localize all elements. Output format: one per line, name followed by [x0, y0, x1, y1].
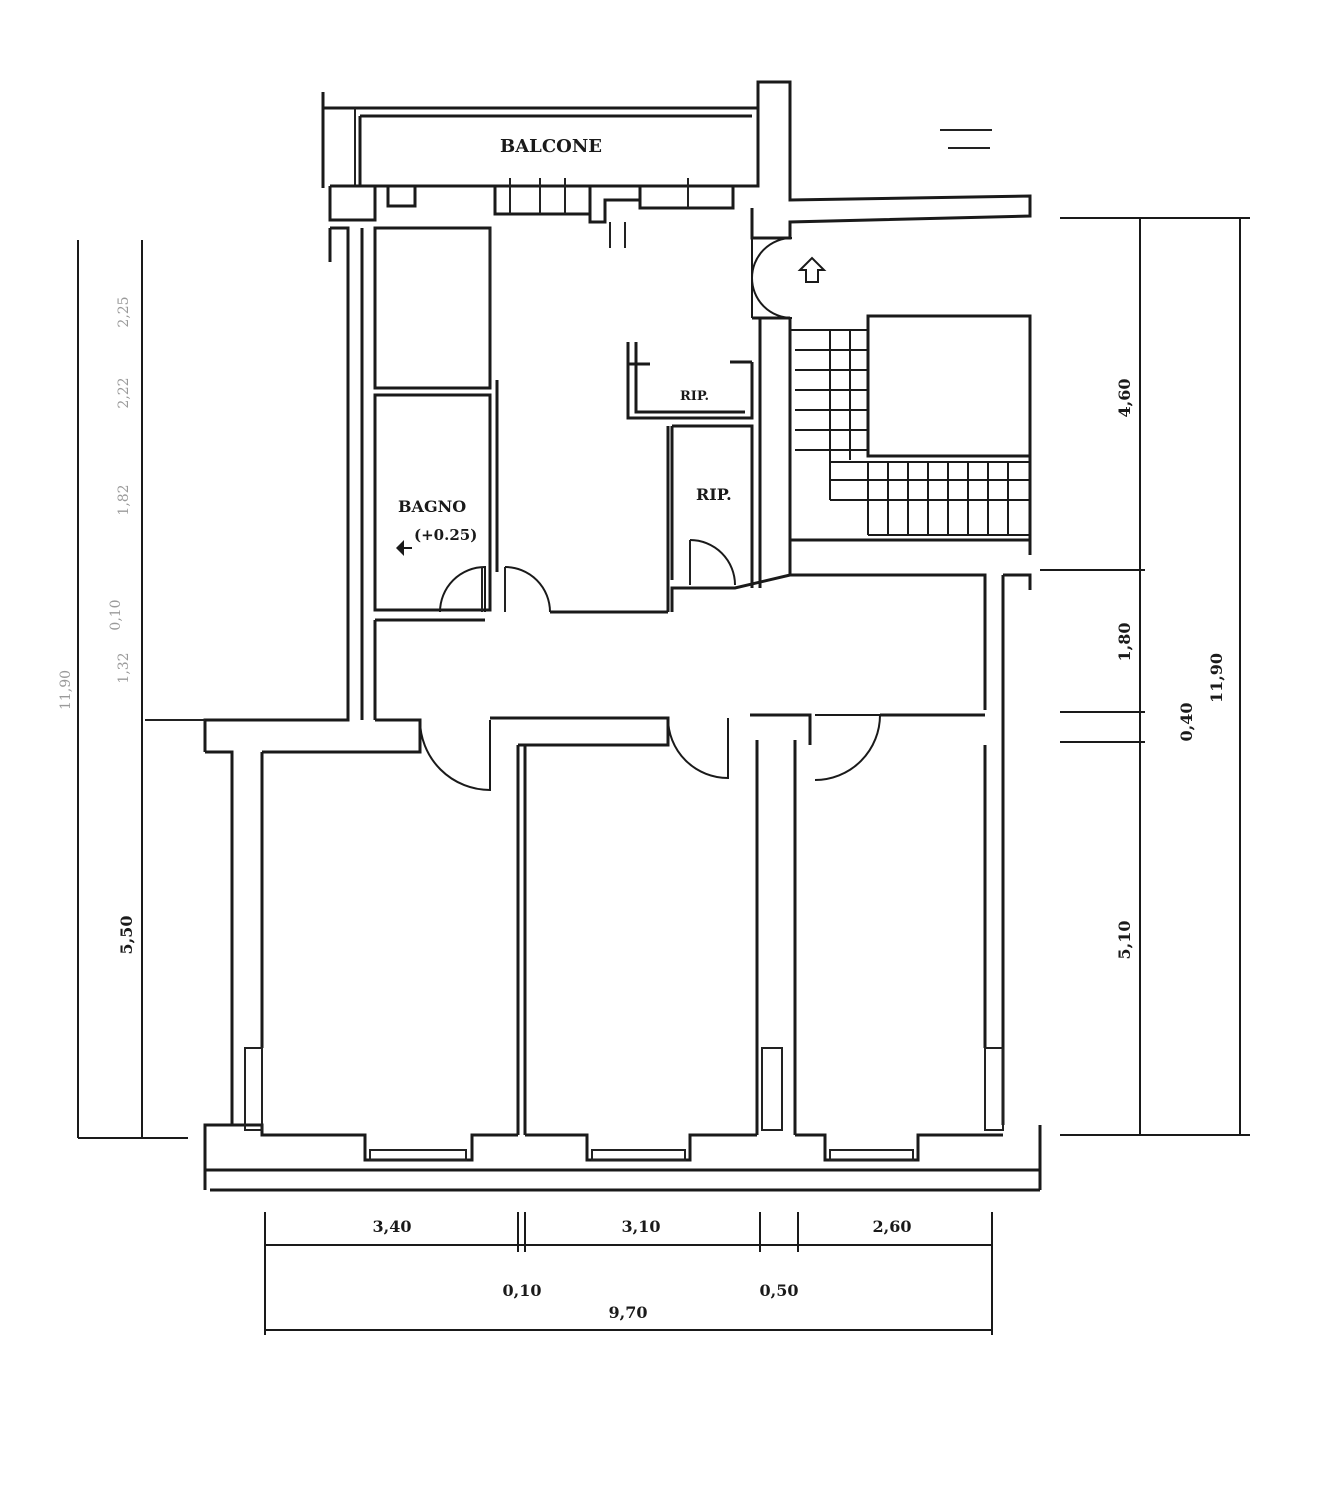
dim-right-4-60: 4,60	[1115, 379, 1134, 418]
dim-left-0-10: 0,10	[108, 599, 124, 630]
bagno-note: (+0.25)	[414, 526, 477, 544]
dim-bottom-0-50: 0,50	[760, 1281, 799, 1300]
dim-right-5-10: 5,10	[1115, 921, 1134, 960]
bedroom-doors	[419, 714, 882, 792]
bathroom-door	[439, 565, 551, 613]
bedroom-walls	[203, 713, 1042, 1192]
rip-upper-label: RIP.	[680, 389, 709, 404]
dim-bottom-total: 9,70	[609, 1303, 648, 1322]
corridor	[670, 573, 1032, 1125]
dim-bottom-2-60: 2,60	[873, 1217, 912, 1236]
rip-lower-label: RIP.	[696, 485, 732, 504]
top-wall	[328, 80, 1032, 248]
dim-right-1-80: 1,80	[1115, 623, 1134, 662]
entrance-arrow-icon	[797, 256, 827, 283]
staircase	[790, 314, 1032, 555]
dim-left-2-25: 2,25	[116, 296, 132, 327]
dim-bottom-0-10: 0,10	[503, 1281, 542, 1300]
bagno-label: BAGNO	[398, 497, 466, 516]
dim-bottom-3-40: 3,40	[373, 1217, 412, 1236]
dim-left-2-22: 2,22	[116, 377, 132, 408]
dim-left-total: 11,90	[58, 670, 74, 710]
dim-bottom-3-10: 3,10	[622, 1217, 661, 1236]
balcone-label: BALCONE	[500, 136, 602, 157]
entrance-area	[626, 237, 793, 588]
right-dimensions	[1040, 217, 1250, 1136]
dim-right-total: 11,90	[1207, 653, 1226, 703]
dim-left-1-32: 1,32	[116, 652, 132, 683]
balcony	[321, 92, 992, 188]
left-upper-walls	[203, 226, 674, 752]
dim-right-0-40: 0,40	[1177, 703, 1196, 742]
left-dimensions	[77, 240, 205, 1139]
level-marker-icon	[396, 540, 412, 556]
dim-left-1-82: 1,82	[116, 484, 132, 515]
bottom-dimensions	[264, 1212, 993, 1335]
dim-left-5-50: 5,50	[117, 916, 136, 955]
